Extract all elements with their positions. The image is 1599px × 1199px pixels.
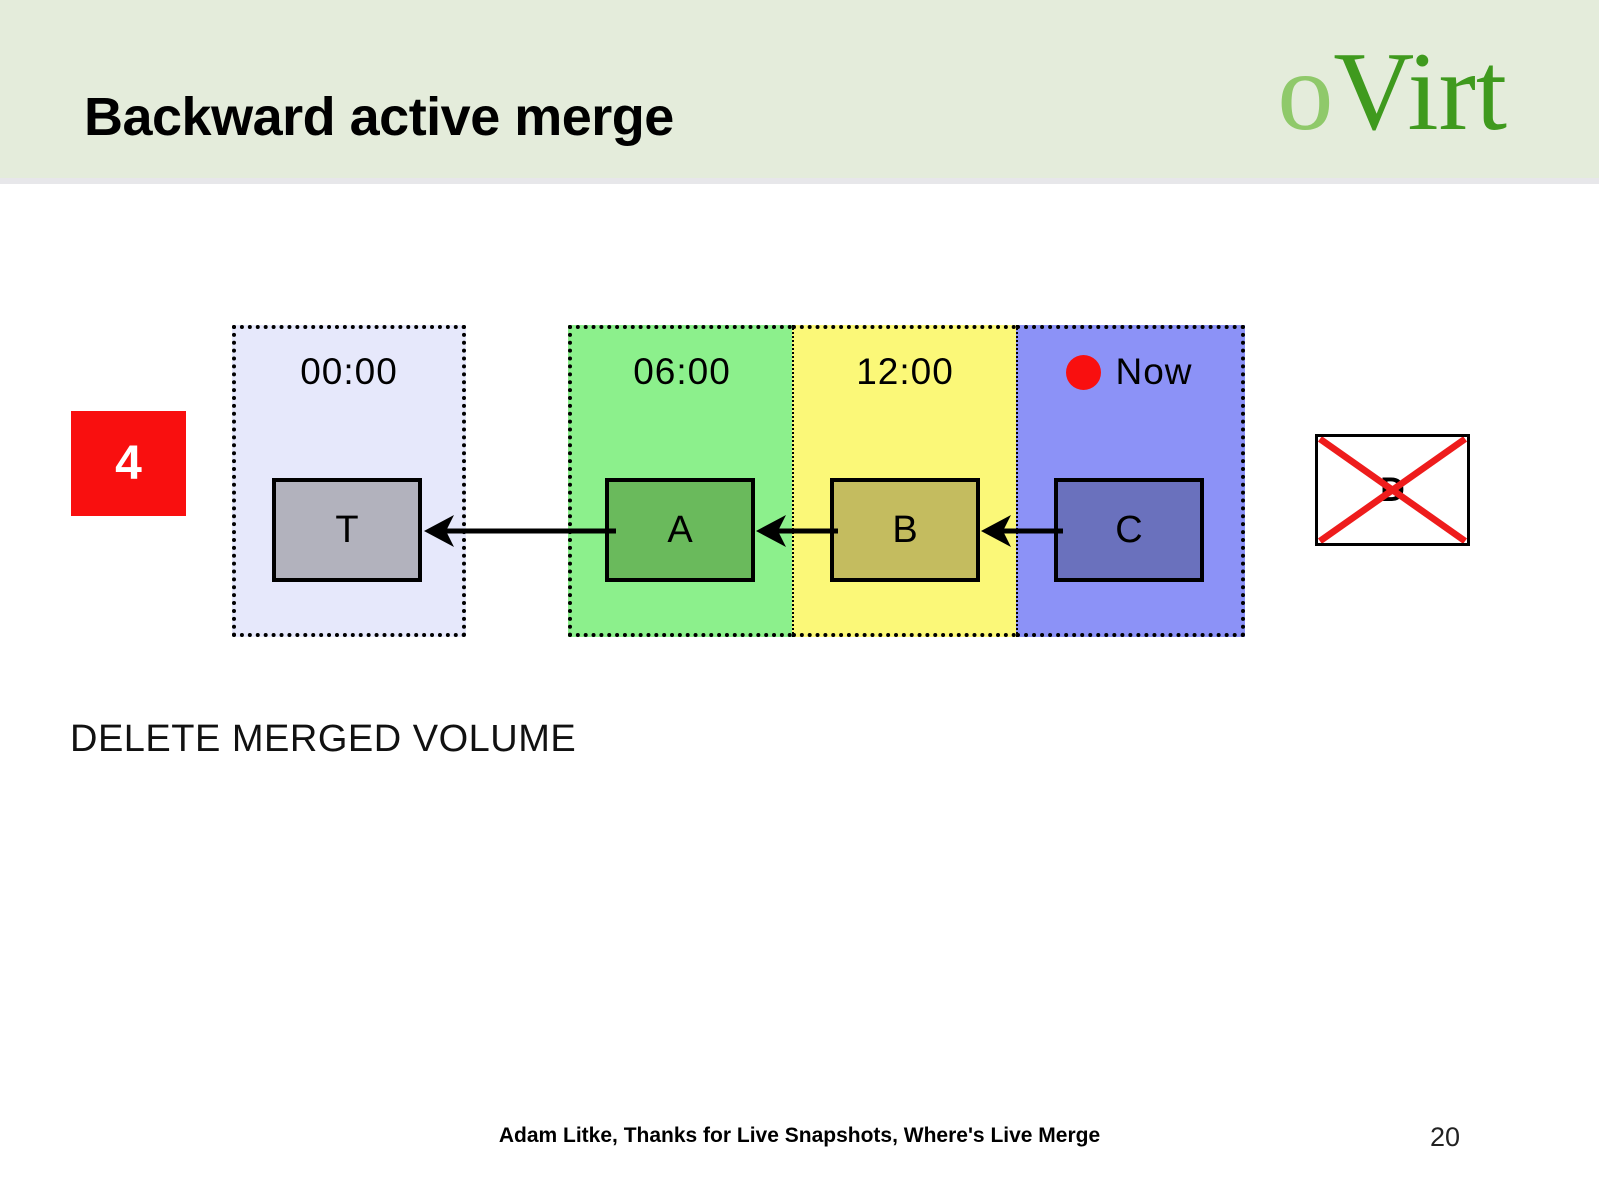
arrow-b-to-a bbox=[756, 515, 838, 547]
timeline-panel-label: Now bbox=[1115, 351, 1193, 392]
volume-box-t: T bbox=[272, 478, 422, 582]
logo-word-virt: Virt bbox=[1333, 30, 1507, 154]
footer-page-number: 20 bbox=[1430, 1122, 1461, 1152]
timeline-panel-label: 00:00 bbox=[300, 351, 398, 392]
step-number-badge: 4 bbox=[71, 411, 186, 516]
timeline-panel-label-now: Now bbox=[1018, 351, 1241, 393]
timeline-panel-label: 12:00 bbox=[856, 351, 954, 392]
logo-letter-o: o bbox=[1277, 30, 1334, 154]
footer-credit: Adam Litke, Thanks for Live Snapshots, W… bbox=[498, 1124, 1101, 1147]
action-caption: DELETE MERGED VOLUME bbox=[70, 718, 577, 760]
deleted-volume-box-d: D bbox=[1315, 434, 1470, 546]
arrow-c-to-b bbox=[981, 515, 1063, 547]
arrow-a-to-t bbox=[424, 515, 616, 547]
volume-box-b: B bbox=[830, 478, 980, 582]
ovirt-logo: oVirt bbox=[1277, 36, 1507, 148]
now-dot-icon bbox=[1066, 354, 1102, 390]
timeline-panel-0000: 00:00 bbox=[232, 325, 466, 637]
page-title: Backward active merge bbox=[84, 87, 674, 147]
volume-box-a: A bbox=[605, 478, 755, 582]
red-cross-out-icon bbox=[1318, 437, 1467, 543]
timeline-panel-label: 06:00 bbox=[633, 351, 731, 392]
slide-header: Backward active merge oVirt bbox=[0, 0, 1599, 184]
volume-box-c: C bbox=[1054, 478, 1204, 582]
